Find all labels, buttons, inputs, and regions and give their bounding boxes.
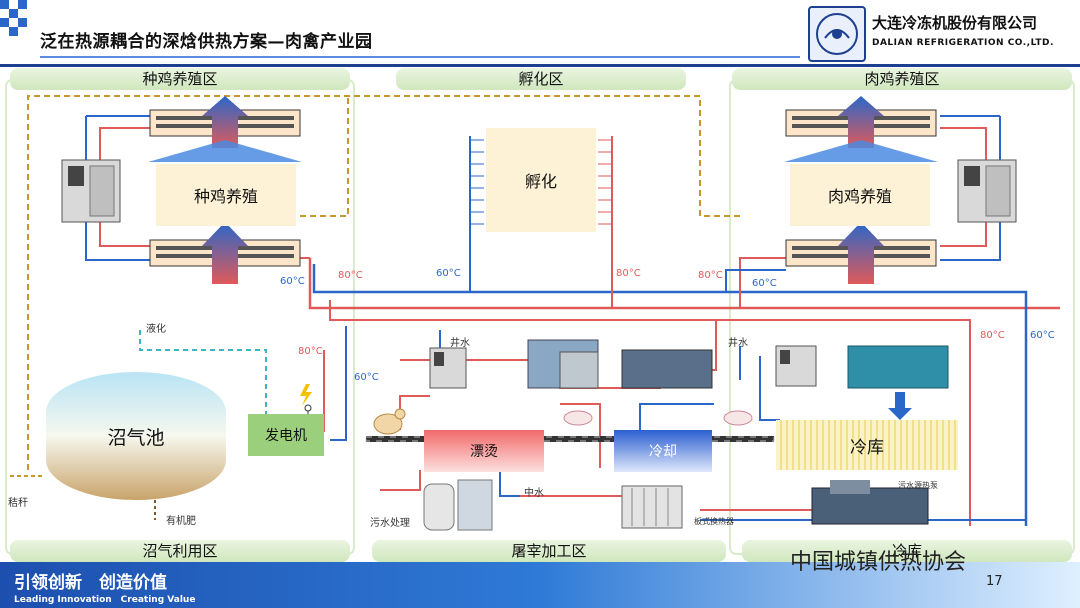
sewage-label: 污水处理	[370, 518, 410, 529]
scald-box: 漂烫	[424, 430, 544, 472]
slogan-cn: 引领创新 创造价值	[14, 573, 167, 593]
temp-label: 60°C	[752, 278, 777, 289]
temp-label: 80°C	[298, 346, 323, 357]
chiller-unit-3	[621, 349, 713, 389]
temp-label: 60°C	[354, 372, 379, 383]
wechat-watermark: 中国城镇供热协会	[790, 550, 967, 575]
carcass-icon-2	[723, 410, 753, 426]
cold-return-generator	[330, 326, 347, 441]
plate-heat-exchanger	[621, 485, 683, 529]
zone-label-biogas-use: 沼气利用区	[10, 540, 350, 562]
heat-pump-right	[957, 159, 1017, 223]
temp-label: 60°C	[436, 268, 461, 279]
air-arrow-left-lower	[202, 222, 248, 284]
cool-box: 冷却	[614, 430, 712, 472]
slogan-en: Leading Innovation Creating Value	[14, 595, 196, 605]
generator-box: 发电机	[248, 414, 324, 456]
page-title: 泛在热源耦合的深焓供热方案—肉禽产业园	[40, 32, 373, 52]
biogas-tank: 沼气池	[46, 372, 226, 500]
zone-label-broiler: 肉鸡养殖区	[732, 68, 1072, 90]
liquefy-label: 液化	[146, 324, 166, 335]
fertilizer-label: 有机肥	[166, 516, 196, 527]
temp-label: 60°C	[280, 276, 305, 287]
company-name-en: DALIAN REFRIGERATION CO.,LTD.	[872, 38, 1054, 48]
company-name-cn: 大连冷冻机股份有限公司	[872, 14, 1038, 32]
page-number: 17	[986, 574, 1003, 589]
hatchery-radiators	[470, 139, 612, 225]
zone-label-hatch: 孵化区	[396, 68, 686, 90]
temp-label: 60°C	[1030, 330, 1055, 341]
hot-supply-main	[308, 258, 1060, 310]
straw-label: 秸秆	[8, 498, 28, 509]
cold-store-box: 冷库	[776, 420, 958, 470]
conveyor-belt	[365, 436, 775, 442]
broiler-box: 肉鸡养殖	[790, 164, 930, 226]
chiller-unit-1	[429, 347, 467, 389]
heating-diagram	[5, 79, 1075, 555]
zone-label-slaughter: 屠宰加工区	[372, 540, 726, 562]
breeder-box: 种鸡养殖	[156, 164, 296, 226]
chiller-unit-4	[775, 345, 817, 387]
sewage-heat-pump	[811, 480, 929, 525]
zone-label-breeder: 种鸡养殖区	[10, 68, 350, 90]
chiller-unit-5	[847, 345, 949, 389]
biogas-dashed-branch	[300, 96, 349, 217]
company-logo	[808, 6, 866, 62]
biogas-dashed-loop	[27, 95, 740, 470]
heat-pump-left	[61, 159, 121, 223]
footer-bar	[0, 562, 1080, 608]
air-arrow-left-upper	[202, 96, 248, 148]
well-water-label-2: 井水	[728, 338, 748, 349]
zone-label-cold: 冷库	[742, 540, 1072, 562]
well-water-label-1: 井水	[450, 338, 470, 349]
carcass-icon-1	[563, 410, 593, 426]
cold-return-main	[312, 264, 1028, 526]
reclaimed-water-label: 中水	[524, 488, 544, 499]
title-underline	[40, 56, 800, 58]
hot-supply-branch	[329, 300, 971, 526]
lightning-icon	[300, 384, 312, 418]
chicken-icon	[373, 408, 406, 435]
chiller-unit-2	[527, 339, 599, 389]
sewage-hp-label: 污水源热泵	[898, 481, 938, 490]
hatch-box: 孵化	[486, 128, 596, 232]
temp-label: 80°C	[698, 270, 723, 281]
temp-label: 80°C	[980, 330, 1005, 341]
plate-hx-label: 板式换热器	[694, 517, 734, 526]
air-arrow-right-upper	[838, 96, 884, 148]
air-arrow-right-lower	[838, 222, 884, 284]
temp-label: 80°C	[338, 270, 363, 281]
header-divider	[0, 64, 1080, 67]
temp-label: 80°C	[616, 268, 641, 279]
water-treatment-equipment	[423, 479, 493, 531]
header-decoration	[0, 0, 36, 40]
